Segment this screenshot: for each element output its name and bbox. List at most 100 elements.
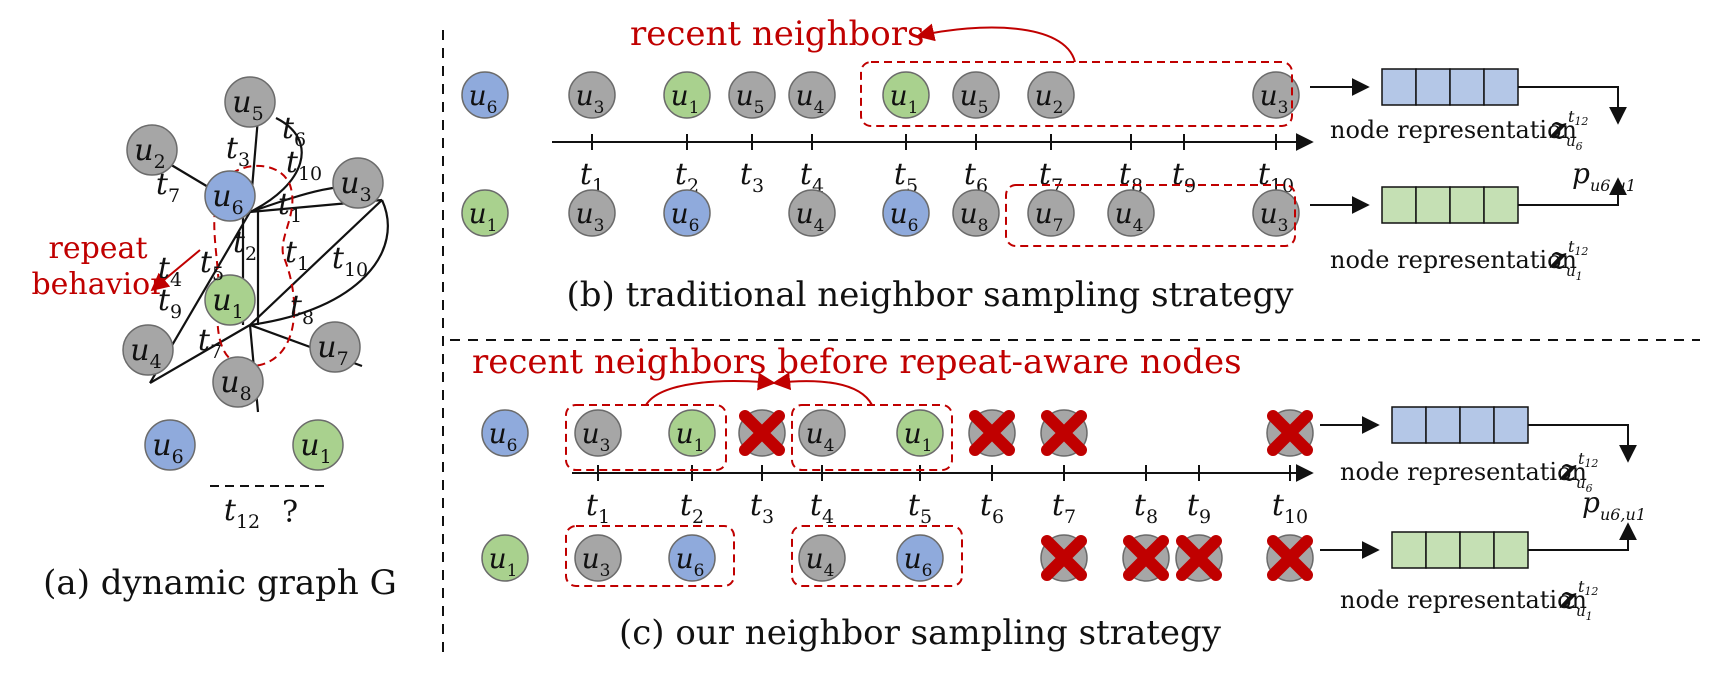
panel-c-embedding-cell-u1 — [1391, 531, 1427, 569]
panel-b-u6-neighbor-t4-circle — [788, 71, 836, 119]
panel-b-u1-neighbor-t1-circle — [568, 189, 616, 237]
panel-b-u6-neighbor-t5: u1 — [882, 71, 930, 119]
panel-c-u1-neighbor-t2-circle — [668, 534, 716, 582]
edge-time-t1b: t1 — [285, 235, 309, 275]
edge-time-t7a: t7 — [156, 167, 180, 207]
graph-node-u3-circle — [332, 157, 384, 209]
panel-c-u6-neighbor-t5-label: u1 — [904, 417, 933, 456]
graph-node-u2-circle — [126, 124, 178, 176]
panel-b-u6-neighbor-t10-circle — [1252, 71, 1300, 119]
panel-b-u6-neighbor-t4: u4 — [788, 71, 836, 119]
panel-b-query-u6-circle — [461, 71, 509, 119]
graph-node-u2: u2 — [126, 124, 178, 176]
panel-b-query-u1-circle — [461, 189, 509, 237]
panel-b-query-u6: u6 — [461, 71, 509, 119]
graph-node-u3-label: u3 — [340, 166, 371, 206]
panel-c-u1-neighbor-t5-circle — [896, 534, 944, 582]
panel-b-u1-neighbor-t6-label: u8 — [960, 197, 989, 236]
graph-node-u8: u8 — [212, 356, 264, 408]
panel-c-u6-neighbor-t6 — [968, 409, 1016, 457]
panel-b-embedding-cell-u1 — [1415, 186, 1451, 224]
panel-c-u6-neighbor-t1-label: u3 — [582, 417, 611, 456]
panel-c-u6-neighbor-t10 — [1266, 409, 1314, 457]
panel-b-u1-neighbor-t10: u3 — [1252, 189, 1300, 237]
panel-c-u6-neighbor-t5: u1 — [896, 409, 944, 457]
panel-b-embedding-cell-u6 — [1449, 68, 1485, 106]
panel-c-tick-label: t2 — [680, 488, 704, 528]
panel-c-u1-neighbor-t4-label: u4 — [806, 542, 835, 581]
panel-c-query-u6: u6 — [481, 409, 529, 457]
panel-c-u6-neighbor-t4-circle — [798, 409, 846, 457]
panel-c-u6-neighbor-t10-cross-icon — [1267, 410, 1313, 456]
panel-c-u1-neighbor-t10 — [1266, 534, 1314, 582]
graph-node-q1: u1 — [292, 419, 344, 471]
graph-node-u7: u7 — [309, 321, 361, 373]
panel-b-u1-neighbor-t2-circle — [663, 189, 711, 237]
panel-b-tick-label: t3 — [740, 157, 764, 197]
panel-b-u6-neighbor-t2-circle — [663, 71, 711, 119]
graph-node-u5: u5 — [224, 76, 276, 128]
edge-time-t2: t2 — [233, 225, 257, 265]
edge-time-t3: t3 — [226, 131, 250, 171]
panel-c-embedding-cell-u1 — [1459, 531, 1495, 569]
panel-c-u6-neighbor-t5-circle — [896, 409, 944, 457]
panel-b-tick-label: t9 — [1172, 157, 1196, 197]
panel-b-u6-neighbor-t6: u5 — [952, 71, 1000, 119]
panel-b-u6-neighbor-t2: u1 — [663, 71, 711, 119]
panel-c-u1-neighbor-t1-circle — [574, 534, 622, 582]
panel-c-u1-neighbor-t8 — [1122, 534, 1170, 582]
graph-node-u6: u6 — [204, 170, 256, 222]
panel-c-query-u1-circle — [481, 534, 529, 582]
panel-b-u6-neighbor-t6-label: u5 — [960, 79, 989, 118]
panel-c-u1-neighbor-t4-circle — [798, 534, 846, 582]
panel-c-embedding-sup-u1: t12 — [1578, 577, 1598, 598]
panel-b-combine-arrow-bottom — [1518, 177, 1627, 206]
panel-c-node-repr-label-u6: node representation — [1340, 458, 1587, 486]
panel-c-query-u1-label: u1 — [489, 542, 518, 581]
edge-time-t10a: t10 — [286, 145, 322, 185]
panel-c-tick-label: t5 — [908, 488, 932, 528]
panel-c-tick-label: t1 — [586, 488, 610, 528]
graph-node-u8-label: u8 — [220, 365, 251, 405]
edge-time-t8: t8 — [290, 289, 314, 329]
panel-b-embedding-sup-u1: t12 — [1568, 237, 1588, 258]
panel-b-selection-box — [860, 61, 1293, 127]
panel-c-u1-neighbor-t9 — [1175, 534, 1223, 582]
panel-c-u6-neighbor-t4: u4 — [798, 409, 846, 457]
graph-node-u8-circle — [212, 356, 264, 408]
panel-b-probability-label: pu6,u1 — [1572, 157, 1636, 195]
panel-c-query-u1: u1 — [481, 534, 529, 582]
graph-node-u5-circle — [224, 76, 276, 128]
panel-b-u6-neighbor-t7: u2 — [1027, 71, 1075, 119]
panel-b-embedding-cell-u6 — [1381, 68, 1417, 106]
diagram-elements: u5 u2 u6 u3 u1 u4 u7 u8 u6 u1 t3 t6 t10 t7 t1 t2 t1 t10 t5… — [31, 14, 1646, 653]
graph-node-u1: u1 — [204, 274, 256, 326]
graph-node-u4-circle — [122, 324, 174, 376]
panel-c-u1-neighbor-t2: u6 — [668, 534, 716, 582]
graph-node-u4-label: u4 — [130, 333, 161, 373]
panel-c-u6-neighbor-t1: u3 — [574, 409, 622, 457]
panel-b-annotation: recent neighbors — [630, 14, 924, 54]
panel-b-u1-neighbor-t5-label: u6 — [890, 197, 919, 236]
panel-c-u6-neighbor-t4-label: u4 — [806, 417, 835, 456]
panel-b-u1-neighbor-t4-circle — [788, 189, 836, 237]
panel-b-u1-neighbor-t2: u6 — [663, 189, 711, 237]
panel-c-u6-neighbor-t1-circle — [574, 409, 622, 457]
edge-time-t5: t5 — [200, 245, 224, 285]
panel-b-u6-neighbor-t6-circle — [952, 71, 1000, 119]
panel-b-embedding-cell-u1 — [1449, 186, 1485, 224]
panel-b-u6-neighbor-t3: u5 — [728, 71, 776, 119]
panel-b-annotation-arrow — [916, 23, 1076, 63]
panel-c-u6-neighbor-t2-circle — [668, 409, 716, 457]
panel-c-tick-label: t6 — [980, 488, 1004, 528]
panel-b-u1-neighbor-t7-circle — [1027, 189, 1075, 237]
panel-b-u6-neighbor-t7-circle — [1027, 71, 1075, 119]
panel-c-u1-neighbor-t10-cross-icon — [1267, 535, 1313, 581]
panel-c-tick-label: t9 — [1187, 488, 1211, 528]
panel-c-tick-label: t10 — [1272, 488, 1308, 528]
panel-b-u6-neighbor-t1-label: u3 — [576, 79, 605, 118]
panel-b-caption: (b) traditional neighbor sampling strate… — [567, 275, 1295, 315]
panel-c-u1-neighbor-t2-label: u6 — [676, 542, 705, 581]
graph-node-u7-label: u7 — [317, 330, 348, 370]
